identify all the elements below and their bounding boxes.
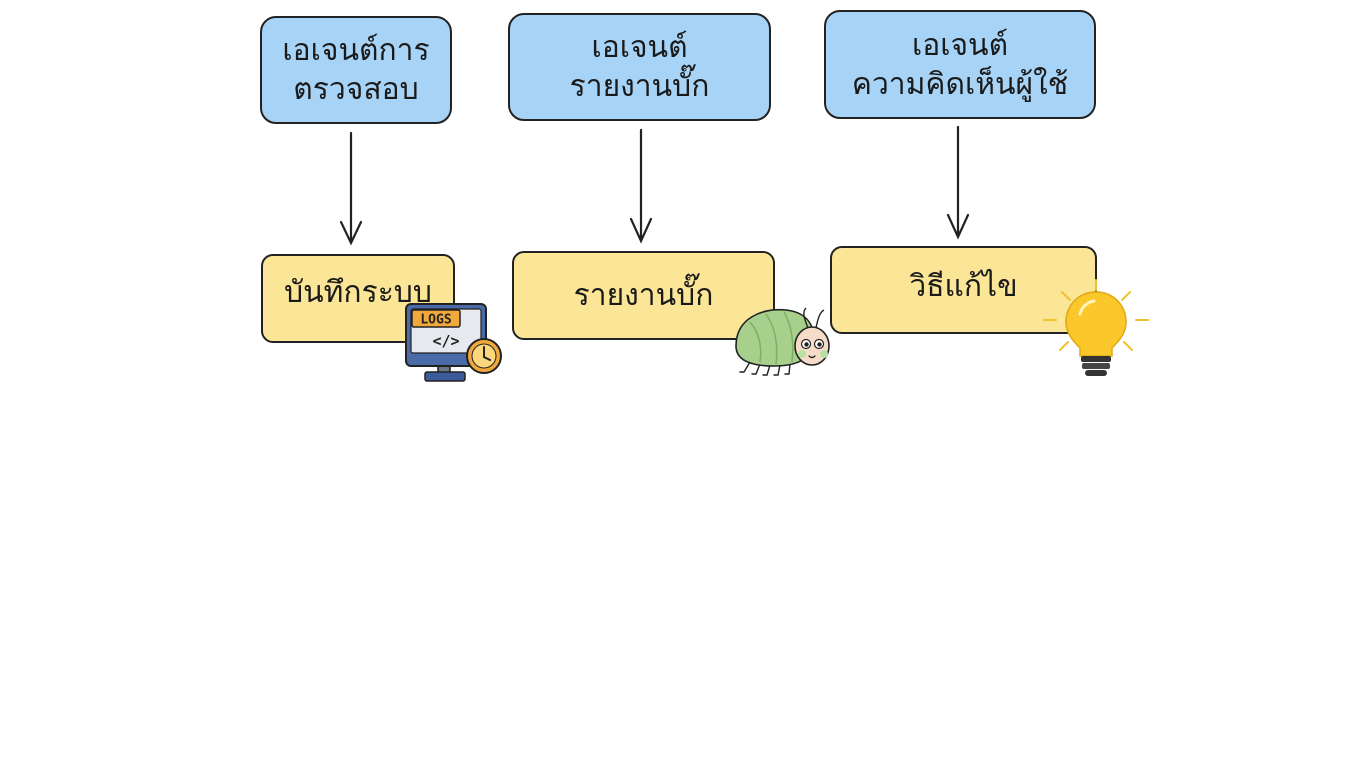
arrow-feedback-to-solution [946,125,970,240]
agent-bug-report-line2: รายงานบั๊ก [569,69,710,104]
logs-icon-text: LOGS [420,313,451,328]
agent-monitoring-line1: เอเจนต์การ [282,33,430,68]
agent-box-monitoring: เอเจนต์การ ตรวจสอบ [260,16,452,124]
agent-user-feedback-line2: ความคิดเห็นผู้ใช้ [851,66,1069,102]
agent-monitoring-line2: ตรวจสอบ [293,72,419,107]
agent-user-feedback-line1: เอเจนต์ [911,27,1009,63]
agent-bug-report-line1: เอเจนต์ [591,30,688,65]
output-system-logs-label: บันทึกระบบ [284,275,432,310]
arrow-bugreport-to-report [629,128,653,244]
svg-text:</>: </> [432,332,459,350]
agent-box-user-feedback: เอเจนต์ ความคิดเห็นผู้ใช้ [824,10,1096,119]
lightbulb-icon [1043,279,1149,376]
bug-icon [735,307,830,376]
output-solution-label: วิธีแก้ไข [909,268,1018,304]
agent-box-bug-report: เอเจนต์ รายงานบั๊ก [508,13,771,121]
arrow-monitoring-to-logs [339,131,363,246]
logs-monitor-icon: LOGS </> [405,303,502,382]
output-bug-report-label: รายงานบั๊ก [573,278,714,313]
output-box-bug-report: รายงานบั๊ก [512,251,775,340]
